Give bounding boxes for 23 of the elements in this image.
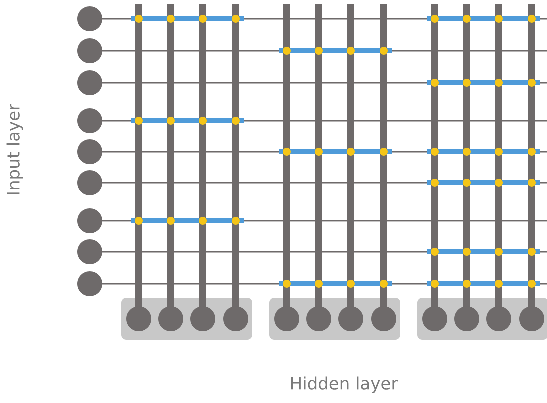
neuron-circle [224, 306, 248, 332]
neuron-circle [520, 306, 544, 332]
neuron-circle [486, 306, 512, 332]
neuron-circle [78, 108, 102, 134]
neuron-circle [78, 170, 102, 196]
axis-label: Hidden layer [291, 376, 398, 394]
axis-label: Input layer [6, 104, 24, 194]
neuron-circle [78, 6, 102, 32]
neuron-circle [78, 70, 102, 96]
neuron-circle [454, 306, 480, 332]
neuron-circle [78, 38, 102, 64]
neuron-circle [78, 240, 102, 264]
neuron-circle [338, 306, 364, 332]
neuron-circle [78, 272, 102, 296]
neuron-circle [158, 306, 184, 332]
neuron-circle [190, 306, 216, 332]
neuron-circle [422, 306, 448, 332]
neuron-circle [126, 306, 152, 332]
neuron-circle [78, 208, 102, 234]
neuron-circle [78, 140, 102, 164]
neuron-circle [306, 306, 332, 332]
neuron-circle [372, 306, 396, 332]
neuron-circle [274, 306, 300, 332]
